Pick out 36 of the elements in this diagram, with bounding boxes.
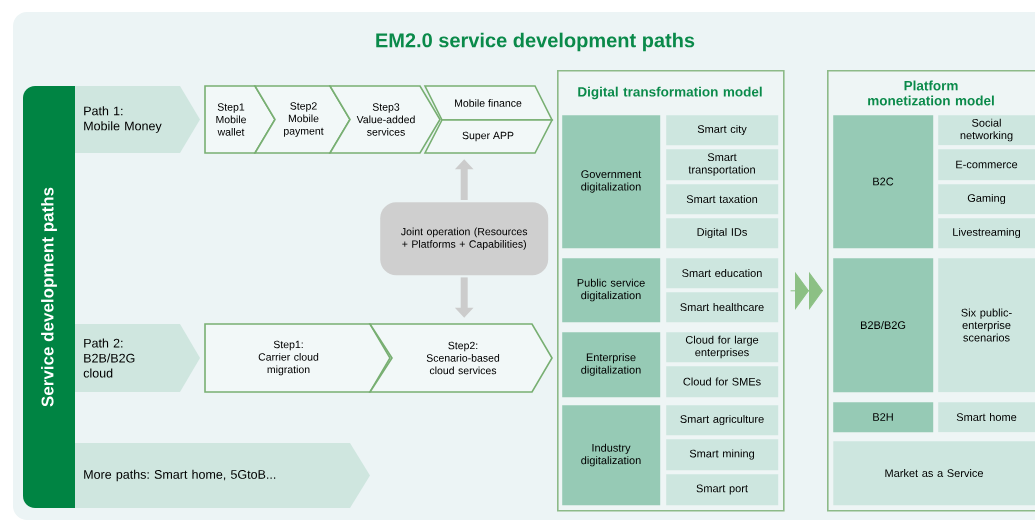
- category-cell: Enterprise digitalization: [562, 332, 661, 398]
- category-cell: Industry digitalization: [562, 405, 661, 506]
- item-cell: Digital IDs: [666, 218, 779, 249]
- rounded-box: Joint operation (Resources + Platforms + Capabilities): [380, 202, 549, 276]
- path-banner: More paths: Smart home, 5GtoB...: [75, 443, 370, 508]
- category-cell: B2H: [833, 402, 934, 433]
- category-cell: B2B/B2G: [833, 258, 934, 393]
- title: EM2.0 service development paths: [376, 32, 695, 52]
- step-box: Step3 Value-added services: [328, 85, 441, 154]
- item-cell: Smart education: [666, 258, 779, 289]
- item-cell: Smart taxation: [666, 184, 779, 215]
- step-box: Step1: Carrier cloud migration: [204, 323, 391, 393]
- item-cell: Smart port: [666, 474, 779, 506]
- category-cell: Public service digitalization: [562, 258, 661, 323]
- item-cell: Market as a Service: [833, 441, 1035, 506]
- item-cell: Smart transportation: [666, 149, 779, 181]
- path-banner: Path 2: B2B/B2G cloud: [75, 324, 200, 392]
- item-cell: Gaming: [938, 184, 1035, 215]
- step-box: Step2 Mobile payment: [253, 85, 351, 154]
- item-cell: E-commerce: [938, 149, 1035, 181]
- category-cell: Government digitalization: [562, 115, 661, 249]
- item-cell: Cloud for SMEs: [666, 366, 779, 398]
- vertical-band: Service development paths: [23, 86, 75, 508]
- item-cell: Social networking: [938, 115, 1035, 146]
- item-cell: Smart healthcare: [666, 292, 779, 323]
- step-box: Step1 Mobile wallet: [204, 85, 276, 154]
- chevron-arrow: [790, 272, 823, 309]
- item-cell: Smart home: [938, 402, 1035, 433]
- item-cell: Six public-enterprise scenarios: [938, 258, 1035, 393]
- item-cell: Smart city: [666, 115, 779, 146]
- item-cell: Cloud for large enterprises: [666, 332, 779, 363]
- item-cell: Smart mining: [666, 439, 779, 471]
- category-cell: B2C: [833, 115, 934, 249]
- path-banner: Path 1: Mobile Money: [75, 86, 200, 153]
- item-cell: Livestreaming: [938, 218, 1035, 249]
- item-cell: Smart agriculture: [666, 405, 779, 436]
